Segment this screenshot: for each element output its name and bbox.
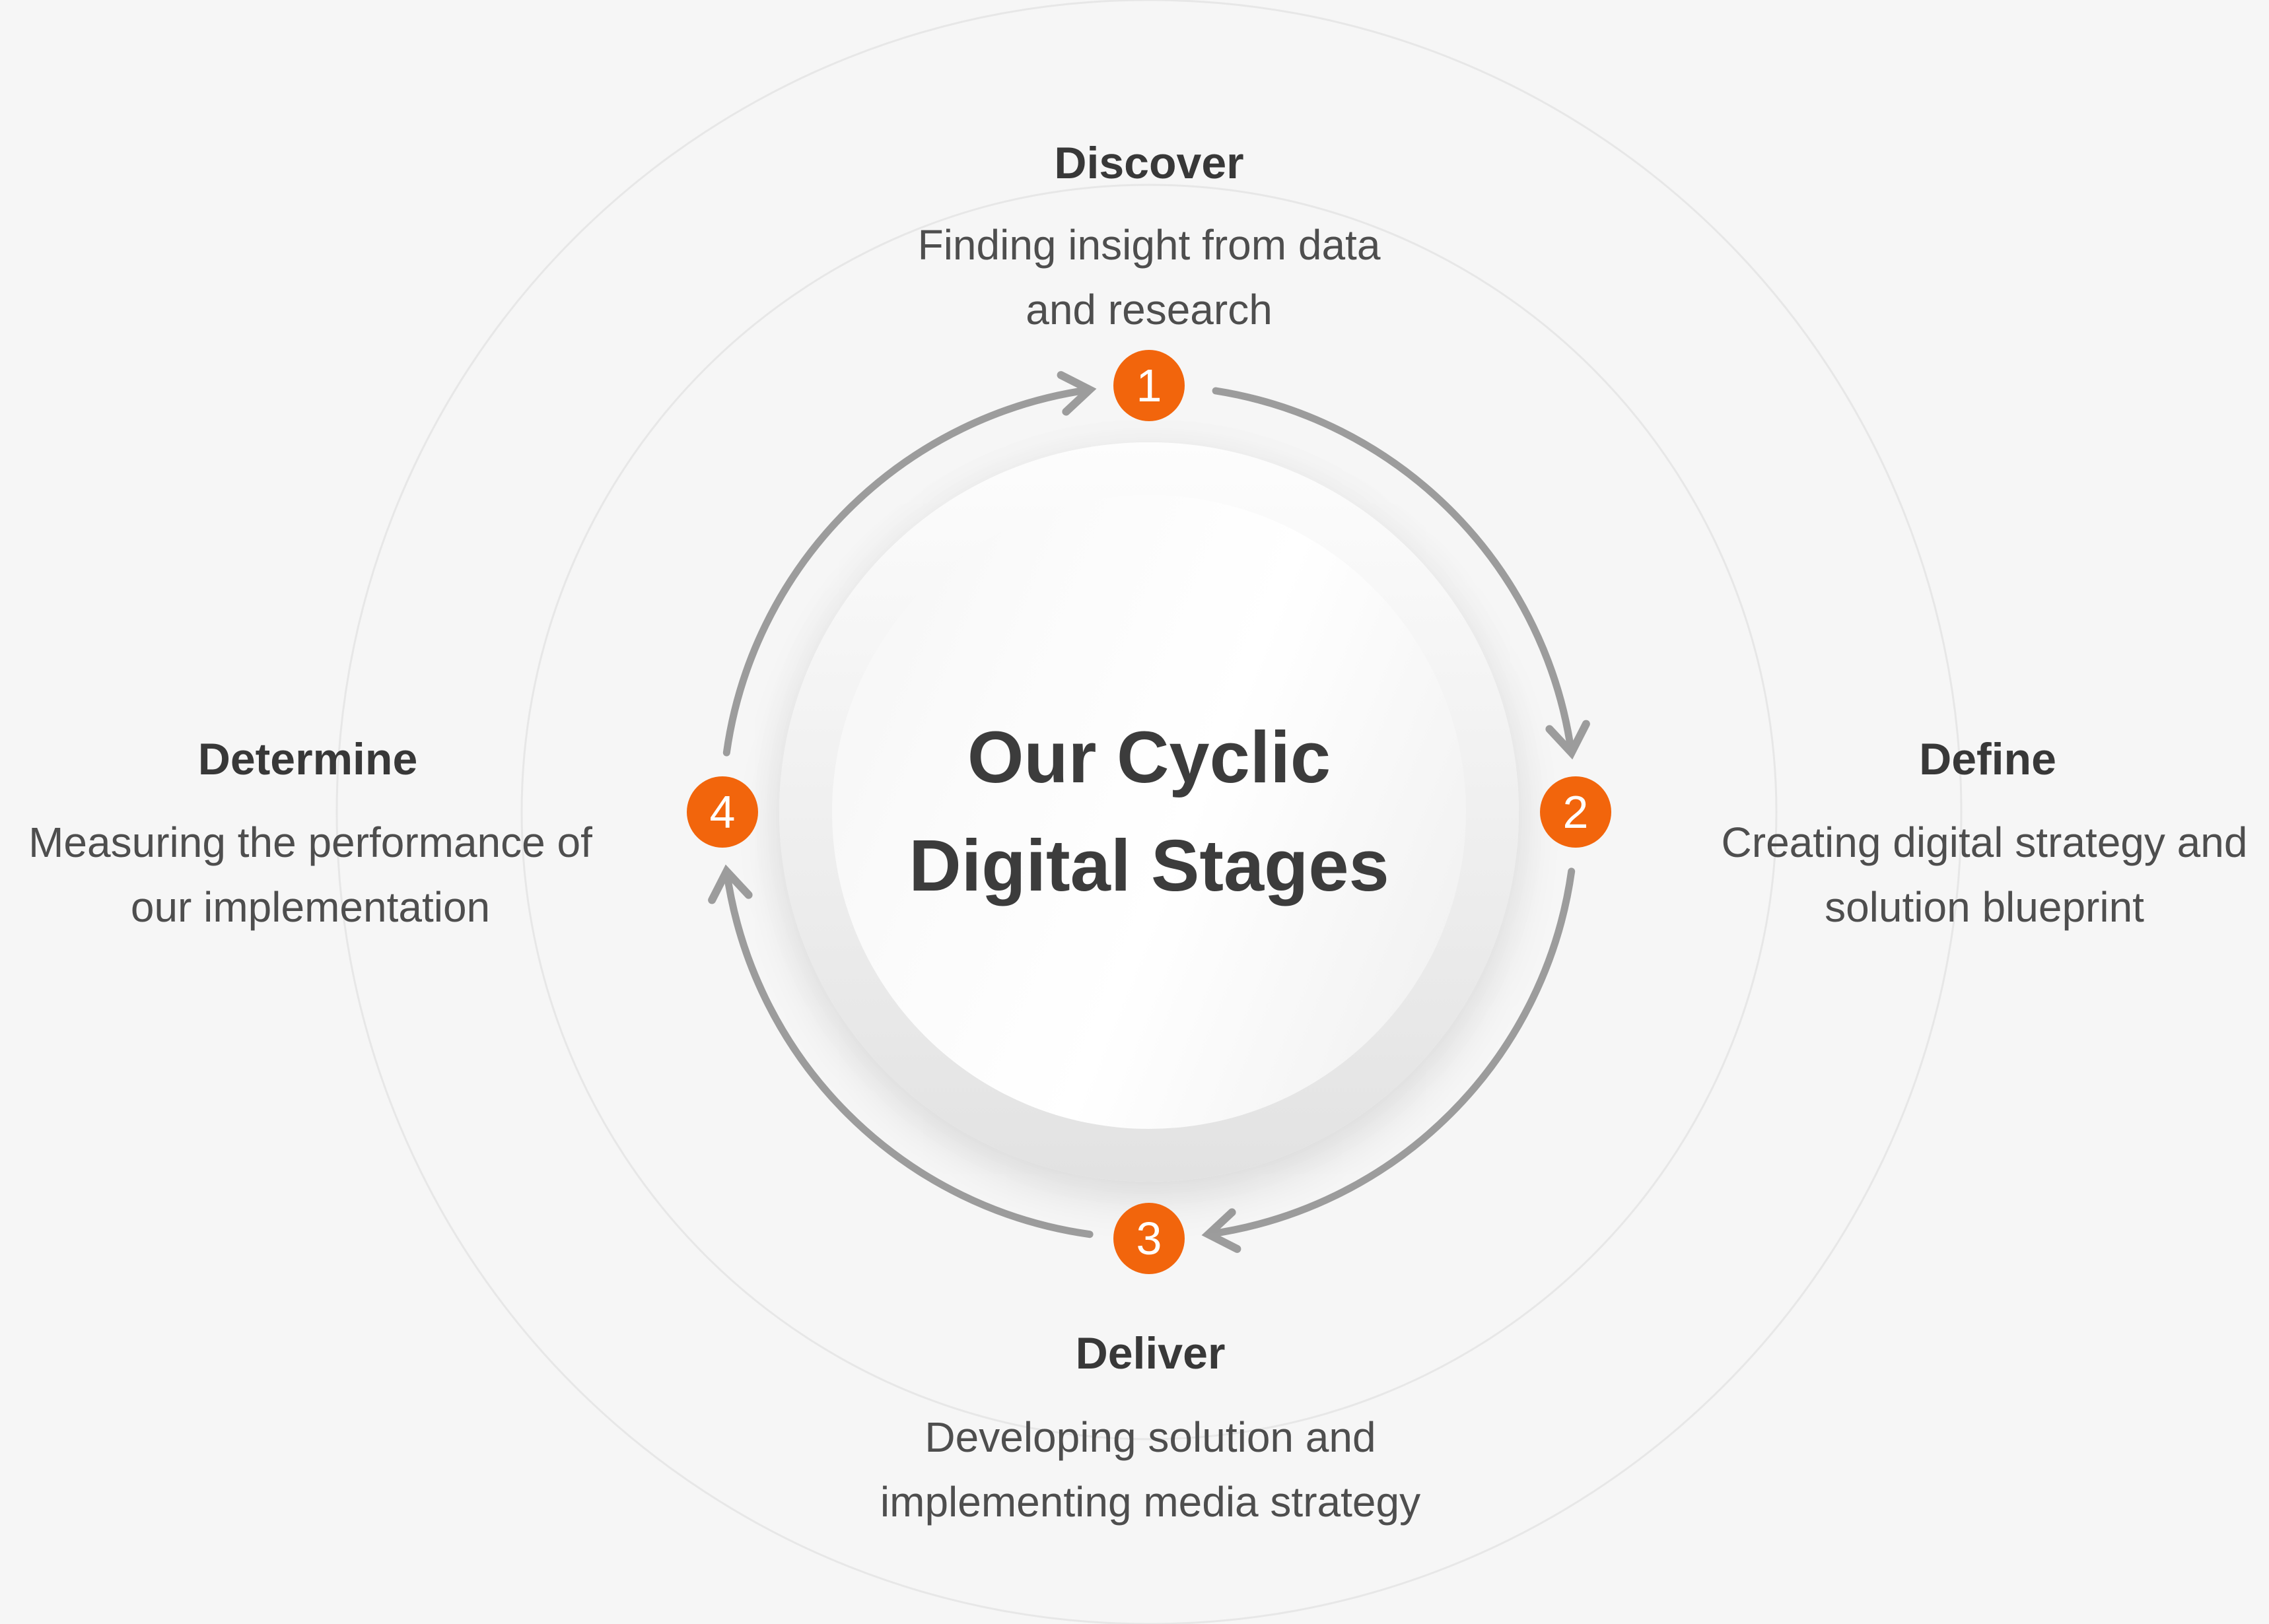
stage-determine-description-line1: Measuring the performance of	[28, 819, 592, 866]
diagram-title: Our Cyclic Digital Stages	[909, 704, 1389, 920]
stage-deliver-description-line1: Developing solution and	[925, 1413, 1376, 1461]
stage-1-number-badge: 1	[1113, 350, 1185, 421]
stage-define-description: Creating digital strategy and solution b…	[1722, 810, 2248, 939]
stage-define-description-line1: Creating digital strategy and	[1721, 819, 2248, 866]
stage-deliver-description-line2: implementing media strategy	[880, 1478, 1421, 1526]
stage-4-number-badge: 4	[687, 776, 758, 848]
stage-discover-description-line1: Finding insight from data	[917, 221, 1381, 269]
stage-deliver-description: Developing solution and implementing med…	[880, 1405, 1420, 1534]
stage-define-name: Define	[1919, 734, 2056, 784]
stage-determine-description: Measuring the performance of our impleme…	[28, 810, 592, 939]
stage-discover-description: Finding insight from data and research	[918, 213, 1381, 342]
arrow-discover-to-define	[1212, 387, 1590, 760]
background-ring-inner	[520, 184, 1778, 1440]
diagram-title-line2: Digital Stages	[909, 825, 1389, 906]
stage-discover-name: Discover	[1054, 138, 1244, 188]
background-ring-outer	[335, 0, 1963, 1624]
center-circle-inner: Our Cyclic Digital Stages	[832, 495, 1466, 1129]
diagram-title-line1: Our Cyclic	[967, 717, 1331, 798]
center-circle: Our Cyclic Digital Stages	[779, 442, 1519, 1182]
stage-discover-description-line2: and research	[1026, 286, 1273, 333]
stage-define-description-line2: solution blueprint	[1825, 883, 2144, 931]
stage-determine-name: Determine	[197, 734, 418, 784]
stage-determine-description-line2: our implementation	[130, 883, 491, 931]
stage-3-number-badge: 3	[1113, 1203, 1185, 1274]
arrow-deliver-to-determine	[708, 864, 1094, 1238]
arrow-determine-to-discover	[722, 371, 1097, 757]
stage-deliver-name: Deliver	[1075, 1328, 1226, 1378]
arrow-define-to-deliver	[1201, 867, 1576, 1253]
stage-2-number-badge: 2	[1540, 776, 1611, 848]
